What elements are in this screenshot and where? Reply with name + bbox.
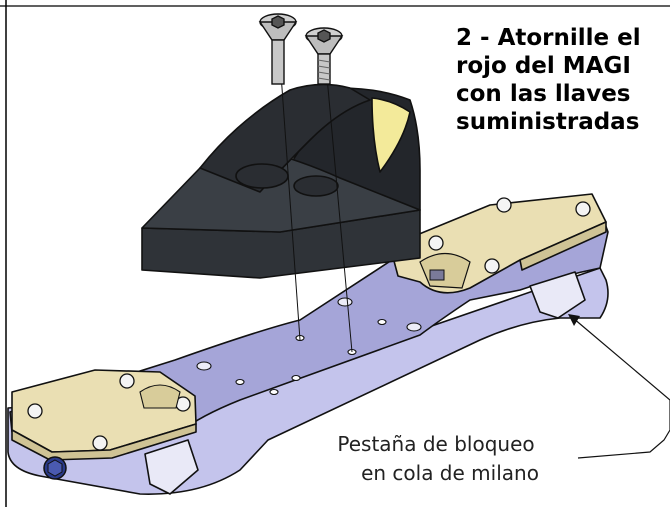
- pad-screw-icon: [496, 197, 512, 213]
- pad-screw-icon: [428, 235, 444, 251]
- callout-label: Pestaña de bloqueo en cola de milano: [330, 430, 570, 488]
- plate-hole: [235, 378, 245, 386]
- pad-right-slot: [429, 269, 445, 281]
- instruction-line-4: suministradas: [456, 109, 640, 135]
- pad-left-edge: [11, 423, 197, 461]
- screw-icon: [304, 27, 344, 85]
- pad-screw-icon: [92, 435, 108, 451]
- callout-arrowhead: [568, 314, 580, 326]
- callout-leader: [572, 317, 670, 459]
- instruction-line-2: rojo del MAGI: [456, 53, 631, 79]
- pad-screw-icon: [575, 201, 591, 217]
- hex-bolt-icon: [43, 456, 67, 480]
- red-dot-sight: [141, 83, 421, 279]
- sight-hole: [235, 163, 289, 189]
- callout-line-1: Pestaña de bloqueo: [337, 432, 535, 456]
- pad-screw-icon: [27, 403, 43, 419]
- instruction-text: 2 - Atornille el rojo del MAGI con las l…: [456, 24, 670, 234]
- sight-hole: [293, 175, 339, 197]
- pad-screw-icon: [484, 258, 500, 274]
- dovetail-lug-right: [529, 271, 586, 319]
- pad-screw-icon: [119, 373, 135, 389]
- plate-hole: [291, 374, 301, 382]
- instruction-line-3: con las llaves: [456, 81, 631, 107]
- plate-hole: [269, 388, 279, 396]
- pad-right-edge: [519, 221, 607, 271]
- dovetail-lug-left: [144, 439, 199, 495]
- pad-left-recess: [139, 384, 181, 409]
- callout-line-2: en cola de milano: [361, 461, 539, 485]
- plate-pin: [406, 322, 422, 332]
- plate-pin: [337, 297, 353, 307]
- instruction-line-1: 2 - Atornille el: [456, 25, 641, 51]
- pad-screws: [27, 197, 591, 451]
- sight-hood: [199, 83, 371, 193]
- plate-holes: [196, 297, 422, 396]
- sight-lens: [371, 97, 411, 173]
- screw-icon: [258, 13, 298, 85]
- plate-hole: [377, 318, 387, 326]
- plate-pin: [196, 361, 212, 371]
